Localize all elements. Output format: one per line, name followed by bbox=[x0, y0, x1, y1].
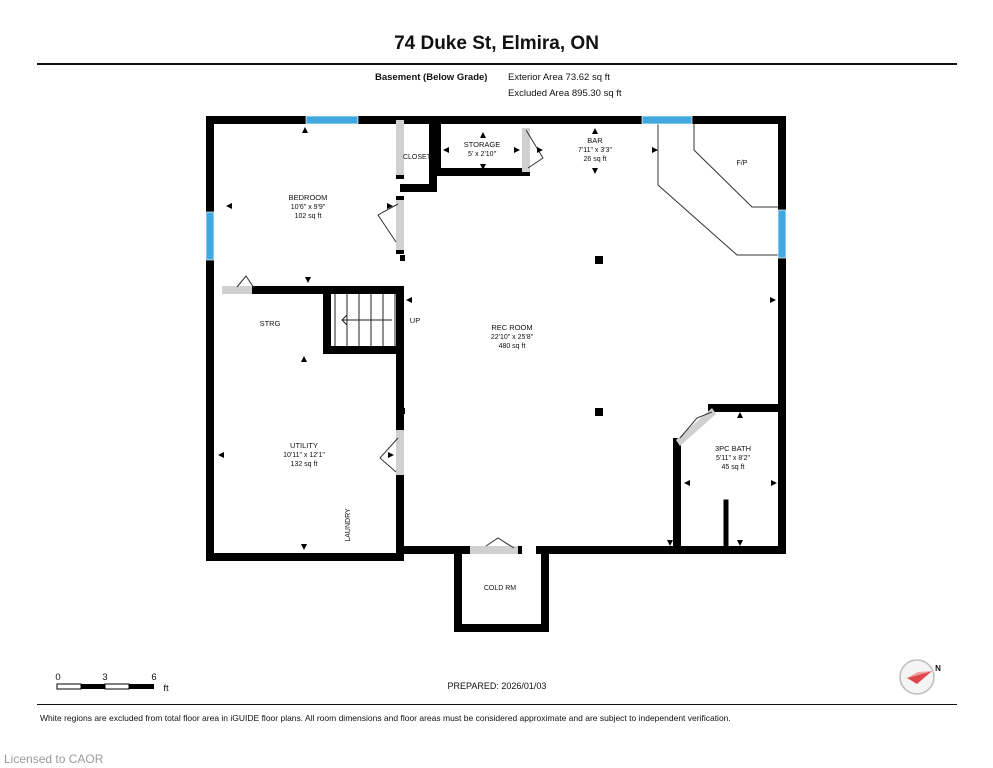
wall-stub bbox=[400, 255, 405, 261]
fireplace-outline bbox=[657, 124, 778, 256]
doors bbox=[222, 120, 716, 554]
scale-unit: ft bbox=[163, 683, 169, 694]
wall-stub bbox=[400, 408, 405, 414]
compass-north-letter: N bbox=[935, 664, 941, 673]
bedroom-dims: 10'6" x 9'9" bbox=[291, 204, 326, 211]
cold-room-label: COLD RM bbox=[484, 585, 516, 592]
utility-area: 132 sq ft bbox=[291, 461, 318, 468]
rec-room-area: 480 sq ft bbox=[499, 343, 526, 350]
scale-tick-0: 0 bbox=[55, 672, 60, 683]
bath-dims: 5'11" x 8'2" bbox=[716, 455, 750, 462]
bar-name: BAR bbox=[587, 136, 603, 145]
walls bbox=[206, 116, 786, 632]
bar-area: 26 sq ft bbox=[584, 156, 607, 163]
rec-room-dims: 22'10" x 25'8" bbox=[491, 334, 534, 341]
bar-dims: 7'11" x 3'3" bbox=[578, 147, 612, 154]
scale-tick-6: 6 bbox=[151, 672, 156, 683]
disclaimer: White regions are excluded from total fl… bbox=[40, 713, 731, 723]
exterior-area: Exterior Area 73.62 sq ft bbox=[508, 72, 610, 83]
utility-name: UTILITY bbox=[290, 441, 318, 450]
laundry-label: LAUNDRY bbox=[345, 508, 352, 542]
fireplace-label: F/P bbox=[737, 160, 748, 167]
header-divider bbox=[37, 63, 957, 65]
windows bbox=[205, 115, 787, 261]
compass-icon bbox=[899, 659, 935, 695]
footer-divider bbox=[37, 704, 957, 705]
dimension-markers bbox=[218, 127, 777, 550]
prepared-date: PREPARED: 2026/01/03 bbox=[448, 681, 547, 691]
closet-name: CLOSET bbox=[403, 154, 432, 161]
strg-label: STRG bbox=[260, 319, 281, 328]
license-watermark: Licensed to CAOR bbox=[4, 752, 104, 766]
stairs bbox=[334, 294, 396, 346]
stairs-up-label: UP bbox=[410, 316, 420, 325]
excluded-area: Excluded Area 895.30 sq ft bbox=[508, 88, 622, 99]
column bbox=[595, 408, 603, 416]
storage-dims: 5' x 2'10" bbox=[468, 151, 497, 158]
storage-name: STORAGE bbox=[464, 140, 501, 149]
column bbox=[595, 256, 603, 264]
level-label: Basement (Below Grade) bbox=[375, 72, 488, 83]
scale-bar bbox=[56, 683, 154, 690]
bath-area: 45 sq ft bbox=[722, 464, 745, 471]
page-title: 74 Duke St, Elmira, ON bbox=[394, 33, 599, 54]
rec-room-name: REC ROOM bbox=[491, 323, 532, 332]
scale-tick-3: 3 bbox=[102, 672, 107, 683]
bedroom-area: 102 sq ft bbox=[295, 213, 322, 220]
utility-dims: 10'11" x 12'1" bbox=[283, 452, 325, 459]
bedroom-name: BEDROOM bbox=[289, 193, 328, 202]
bath-name: 3PC BATH bbox=[715, 444, 751, 453]
